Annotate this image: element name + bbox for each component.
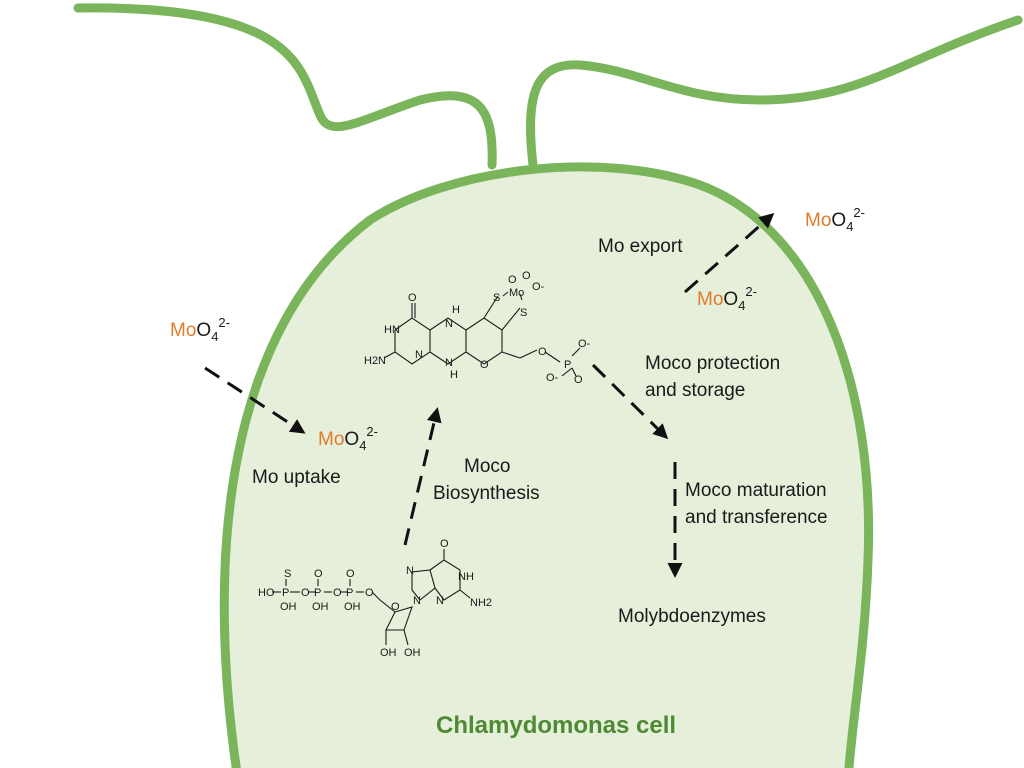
flagellum-left <box>73 3 497 170</box>
gtp-n7: N <box>406 565 414 577</box>
gtp-oh2: OH <box>312 601 329 613</box>
label-moco-maturation-2: and transference <box>685 507 828 528</box>
label-molybdoenzymes: Molybdoenzymes <box>618 606 766 627</box>
cell-membrane <box>219 162 874 768</box>
moco-n-bottom: N <box>445 357 453 369</box>
moco-mo-o3: O- <box>532 281 545 293</box>
label-mo-export: Mo export <box>598 236 683 257</box>
molybdate-inside-export: MoO42- <box>697 284 757 313</box>
molybdate-outside-left: MoO42- <box>170 315 230 344</box>
gtp-n3: N <box>436 595 444 607</box>
moco-n-mid: N <box>445 318 453 330</box>
arrow-mo-uptake <box>204 366 306 434</box>
gtp-rib-oh2: OH <box>404 647 421 659</box>
label-moco-biosynthesis-1: Moco <box>464 456 510 477</box>
moco-n-low: N <box>415 349 423 361</box>
moco-p-o3: O <box>574 374 583 386</box>
gtp-o-link1: O <box>301 587 310 599</box>
molybdate-inside-uptake: MoO42- <box>318 424 378 453</box>
moco-s1: S <box>493 292 500 304</box>
moco-o-ring: O <box>480 359 489 371</box>
moco-p-o1: O- <box>578 338 591 350</box>
flagellum-right <box>526 15 1023 170</box>
moco-structure: O H S S Mo O O O- HN N H2N N N H O O P O… <box>364 270 591 386</box>
gtp-oh3: OH <box>344 601 361 613</box>
gtp-n1h: NH <box>458 571 474 583</box>
gtp-nh2: NH2 <box>470 597 492 609</box>
gtp-oh1: OH <box>280 601 297 613</box>
moco-o-link: O <box>538 346 547 358</box>
label-moco-biosynthesis-2: Biosynthesis <box>433 483 540 504</box>
arrow-moco-protection <box>591 363 669 440</box>
gtp-o-dbl2: O <box>314 568 323 580</box>
molybdate-outside-right: MoO42- <box>805 205 865 234</box>
moco-hn: HN <box>384 324 400 336</box>
moco-mo: Mo <box>509 287 524 299</box>
moco-o-top: O <box>408 292 417 304</box>
gtp-rib-oh1: OH <box>380 647 397 659</box>
gtp-o-link3: O <box>365 587 374 599</box>
arrow-mo-export <box>684 213 775 294</box>
gtp-ho: HO <box>258 587 275 599</box>
gtp-s: S <box>284 568 291 580</box>
gtp-p2: P <box>314 587 321 599</box>
cell-title: Chlamydomonas cell <box>436 712 676 739</box>
gtp-o6: O <box>440 538 449 550</box>
arrow-moco-biosynthesis <box>403 407 442 546</box>
moco-p: P <box>564 359 571 371</box>
label-moco-protection-2: and storage <box>645 380 745 401</box>
gtp-o-link2: O <box>333 587 342 599</box>
label-moco-maturation-1: Moco maturation <box>685 480 827 501</box>
gtp-o-dbl3: O <box>346 568 355 580</box>
moco-h2n: H2N <box>364 355 386 367</box>
moco-h-top: H <box>452 304 460 316</box>
gtp-p3: P <box>346 587 353 599</box>
label-moco-protection-1: Moco protection <box>645 353 780 374</box>
gtp-ring-o: O <box>391 601 400 613</box>
label-mo-uptake: Mo uptake <box>252 467 341 488</box>
moco-p-o2: O- <box>546 372 559 384</box>
moco-h-bottom: H <box>450 369 458 381</box>
gtp-n9: N <box>413 595 421 607</box>
moco-mo-o1: O <box>508 274 517 286</box>
moco-s2: S <box>520 307 527 319</box>
gtp-structure: S HO P O P O O P O O OH OH OH O N N N NH… <box>258 538 492 659</box>
gtp-p1: P <box>282 587 289 599</box>
moco-mo-o2: O <box>522 270 531 282</box>
